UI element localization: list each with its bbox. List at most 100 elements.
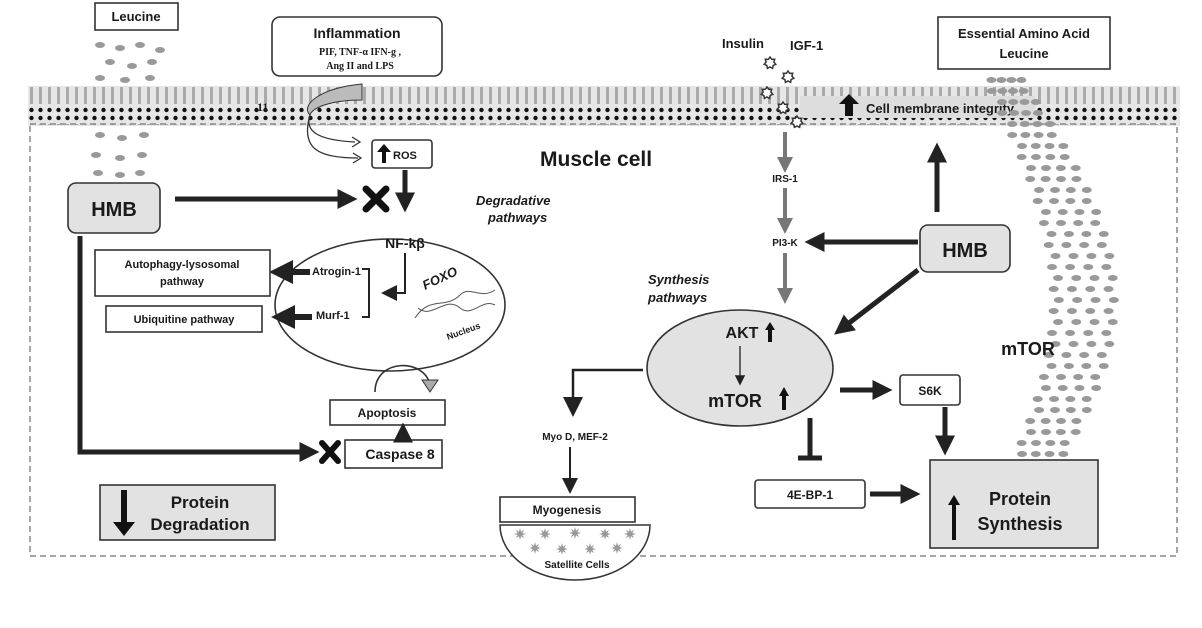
leucine-particle	[1058, 143, 1069, 149]
murf-label: Murf-1	[316, 310, 350, 322]
leucine-particle	[1091, 209, 1102, 215]
leucine-particle	[1019, 121, 1030, 127]
leucine-particle	[1061, 242, 1072, 248]
leucine-particle	[1030, 451, 1041, 457]
leucine-particle	[1079, 242, 1090, 248]
leucine-particle	[1045, 440, 1056, 446]
leucine-particle	[1089, 319, 1100, 325]
satellite-cell-star-icon	[584, 543, 596, 555]
leucine-particle	[1086, 253, 1097, 259]
hmb-right-box	[919, 224, 1011, 273]
essential-amino-acid-box	[937, 16, 1111, 70]
leucine-particle	[1053, 297, 1064, 303]
leucine-particle	[1068, 253, 1079, 259]
up-arrow-icon	[839, 94, 859, 116]
leucine-particle	[1089, 275, 1100, 281]
leucine-particle	[1070, 429, 1081, 435]
satellite-cell-star-icon	[569, 527, 581, 539]
down-arrow-icon	[113, 490, 135, 536]
ros-box	[371, 139, 433, 169]
leucine-particle	[1016, 440, 1027, 446]
leucine-particle	[1063, 363, 1074, 369]
leucine-particle	[1085, 286, 1096, 292]
leucine-particle	[1065, 187, 1076, 193]
leucine-particle	[1030, 99, 1041, 105]
degradative-label-1: Degradative	[476, 193, 550, 208]
leucine-particle	[1019, 99, 1030, 105]
leucine-particle	[1032, 198, 1043, 204]
autophagy-label-1: Autophagy-lysosomal	[125, 259, 240, 271]
leucine-particle	[1040, 429, 1051, 435]
leucine-particle	[1058, 451, 1069, 457]
leucine-particle	[1049, 396, 1060, 402]
leucine-particle	[1040, 209, 1051, 215]
irs1-label: IRS-1	[772, 174, 798, 185]
leucine-particle	[996, 77, 1007, 83]
leucine-particle	[1065, 330, 1076, 336]
leucine-particle	[1046, 330, 1057, 336]
up-arrow-icon	[377, 144, 391, 163]
leucine-particle	[1059, 154, 1070, 160]
satellite-cells-shape	[499, 524, 651, 581]
caspase-box	[344, 439, 443, 469]
leucine-particle	[1073, 220, 1084, 226]
leucine-particle	[1044, 451, 1055, 457]
leucine-particle	[1044, 121, 1055, 127]
leucine-particle	[1107, 275, 1118, 281]
apoptosis-box	[329, 399, 446, 426]
leucine-particle	[1066, 308, 1077, 314]
leucine-particle	[1040, 165, 1051, 171]
leucine-particle	[997, 110, 1008, 116]
block-x-icon	[362, 185, 390, 213]
leucine-particle	[1091, 385, 1102, 391]
leucine-particle	[997, 88, 1008, 94]
leucine-particle	[1049, 198, 1060, 204]
leucine-particle	[1071, 275, 1082, 281]
leucine-particle	[1032, 396, 1043, 402]
leucine-particle	[1073, 374, 1084, 380]
leucine-particle	[1025, 418, 1036, 424]
leucine-particle	[1065, 407, 1076, 413]
inflammation-factors-line1: PIF, TNF-α IFN-g ,	[319, 47, 401, 58]
pi3k-label: PI3-K	[772, 238, 798, 249]
autophagy-label-2: pathway	[160, 276, 205, 288]
leucine-particle	[1107, 319, 1118, 325]
leucine-particle	[1008, 99, 1019, 105]
inflammation-curve-arrows	[306, 114, 359, 159]
leucine-particle	[1056, 418, 1067, 424]
membrane-integrity-label: Cell membrane integrity	[866, 101, 1015, 116]
cycle-arrow-icon	[374, 364, 431, 393]
leucine-particle	[1083, 330, 1094, 336]
satellite-cell-star-icon	[624, 528, 636, 540]
leucine-particle	[1096, 242, 1107, 248]
leucine-particle	[1070, 165, 1081, 171]
nucleus-ellipse	[274, 238, 506, 372]
leucine-particle	[1030, 440, 1041, 446]
satellite-cell-star-icon	[539, 528, 551, 540]
bracket	[362, 268, 370, 318]
leucine-particle	[1032, 110, 1043, 116]
leucine-particle	[1057, 385, 1068, 391]
leucine-particle	[1061, 352, 1072, 358]
leucine-particle	[1040, 176, 1051, 182]
protein-synthesis-label-1: Protein	[989, 489, 1051, 509]
ros-label: ROS	[393, 150, 417, 162]
leucine-particle	[1071, 176, 1082, 182]
inflammation-factors-line2: Ang II and LPS	[326, 61, 394, 72]
leucine-particle	[1098, 363, 1109, 369]
degradative-label-2: pathways	[487, 210, 547, 225]
leucine-particle	[996, 99, 1007, 105]
protein-degradation-label-1: Protein	[171, 493, 230, 512]
leucine-particle	[1038, 374, 1049, 380]
leucine-particle	[1053, 319, 1064, 325]
leucine-particle	[1046, 363, 1057, 369]
leucine-particle	[1098, 231, 1109, 237]
leucine-particle	[1066, 286, 1077, 292]
leucine-particle	[1006, 77, 1017, 83]
leucine-particle	[1096, 352, 1107, 358]
muscle-cell-title: Muscle cell	[540, 148, 652, 171]
satellite-cell-star-icon	[599, 528, 611, 540]
mtor-outer-label: mTOR	[1001, 339, 1055, 359]
leucine-particle	[1063, 231, 1074, 237]
